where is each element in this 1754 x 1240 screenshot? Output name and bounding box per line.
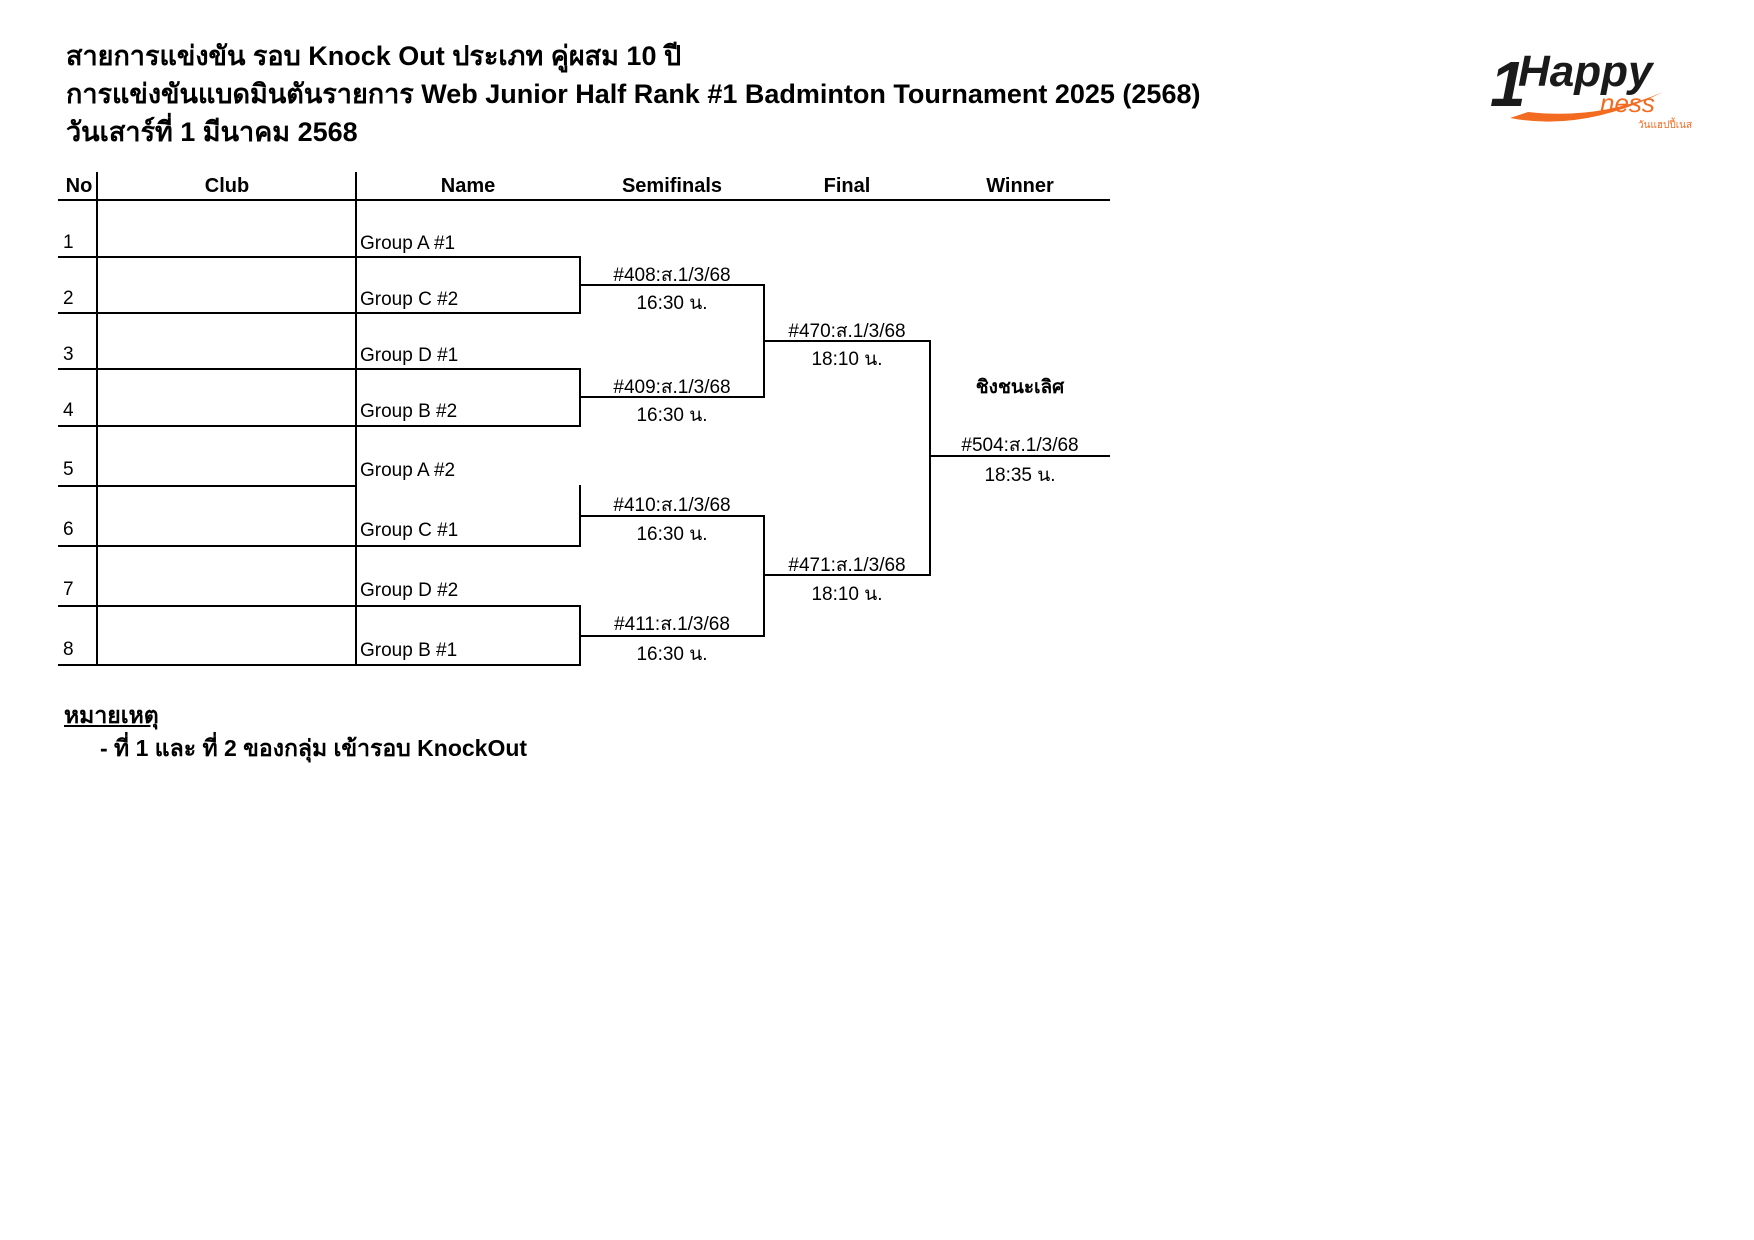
semifinal-match-time: 16:30 น.	[636, 405, 708, 426]
semifinal-match-no: #411:ส.1/3/68	[614, 614, 730, 635]
semifinal-match-time: 16:30 น.	[636, 293, 708, 314]
semifinal-match-time: 16:30 น.	[636, 524, 708, 545]
row-divider-3	[58, 368, 580, 370]
final-match-time: 18:10 น.	[811, 349, 883, 370]
column-header-winner: Winner	[986, 175, 1054, 197]
semifinal-line-1	[580, 284, 764, 286]
header-underline	[58, 199, 1110, 201]
svg-text:วันแฮปปี้เนส: วันแฮปปี้เนส	[1638, 117, 1692, 130]
semifinal-match-no: #409:ส.1/3/68	[613, 377, 731, 398]
entry-no: 5	[63, 459, 74, 480]
column-header-final: Final	[823, 175, 871, 197]
svg-text:Happy: Happy	[1518, 47, 1655, 96]
svg-text:ness: ness	[1600, 88, 1655, 118]
final-match-no: #471:ส.1/3/68	[788, 555, 906, 576]
semifinal-match-time: 16:30 น.	[636, 644, 708, 665]
entry-name: Group A #1	[360, 233, 456, 254]
final-bracket-2	[763, 515, 765, 637]
column-header-club: Club	[204, 175, 250, 197]
entry-name: Group D #2	[360, 580, 459, 601]
winner-line	[930, 455, 1110, 457]
tournament-title: การแข่งขันแบดมินตันรายการ Web Junior Hal…	[66, 79, 1201, 109]
entry-name: Group B #1	[360, 640, 458, 661]
entry-name: Group A #2	[360, 460, 456, 481]
row-divider-1	[58, 256, 580, 258]
note-title: หมายเหตุ	[64, 702, 159, 728]
championship-match-no: #504:ส.1/3/68	[961, 435, 1079, 456]
row-divider-2	[58, 312, 580, 314]
semifinal-line-4	[580, 635, 764, 637]
semifinal-line-2	[580, 396, 764, 398]
page-title: สายการแข่งขัน รอบ Knock Out ประเภท คู่ผส…	[66, 41, 682, 71]
column-header-no: No	[65, 175, 93, 197]
happyness-logo: 1 Happy ness วันแฮปปี้เนส	[1490, 47, 1692, 130]
entry-name: Group C #1	[360, 520, 459, 541]
club-name-divider	[355, 172, 357, 666]
no-club-divider	[96, 172, 98, 666]
row-divider-5	[58, 485, 356, 487]
event-date: วันเสาร์ที่ 1 มีนาคม 2568	[66, 117, 358, 147]
entry-name: Group C #2	[360, 289, 459, 310]
final-line-2	[764, 574, 930, 576]
row-divider-7	[58, 605, 580, 607]
final-match-time: 18:10 น.	[811, 584, 883, 605]
entry-no: 6	[63, 519, 74, 540]
semifinal-line-3	[580, 515, 764, 517]
final-line-1	[764, 340, 930, 342]
entry-no: 8	[63, 639, 74, 660]
entry-no: 4	[63, 400, 74, 421]
championship-label: ชิงชนะเลิศ	[975, 377, 1065, 398]
entry-no: 7	[63, 579, 74, 600]
column-header-semifinals: Semifinals	[621, 175, 723, 197]
semifinal-match-no: #408:ส.1/3/68	[613, 265, 731, 286]
entry-no: 1	[63, 232, 74, 253]
row-divider-6	[58, 545, 580, 547]
final-match-no: #470:ส.1/3/68	[788, 321, 906, 342]
championship-bracket	[929, 340, 931, 576]
semifinal-match-no: #410:ส.1/3/68	[613, 495, 731, 516]
column-header-name: Name	[440, 175, 496, 197]
entry-no: 2	[63, 288, 74, 309]
entry-no: 3	[63, 344, 74, 365]
svg-text:1: 1	[1490, 48, 1526, 120]
row-divider-8	[58, 664, 580, 666]
entry-name: Group D #1	[360, 345, 459, 366]
championship-match-time: 18:35 น.	[984, 465, 1056, 486]
entry-name: Group B #2	[360, 401, 458, 422]
note-text: - ที่ 1 และ ที่ 2 ของกลุ่ม เข้ารอบ Knock…	[100, 735, 528, 761]
row-divider-4	[58, 425, 580, 427]
